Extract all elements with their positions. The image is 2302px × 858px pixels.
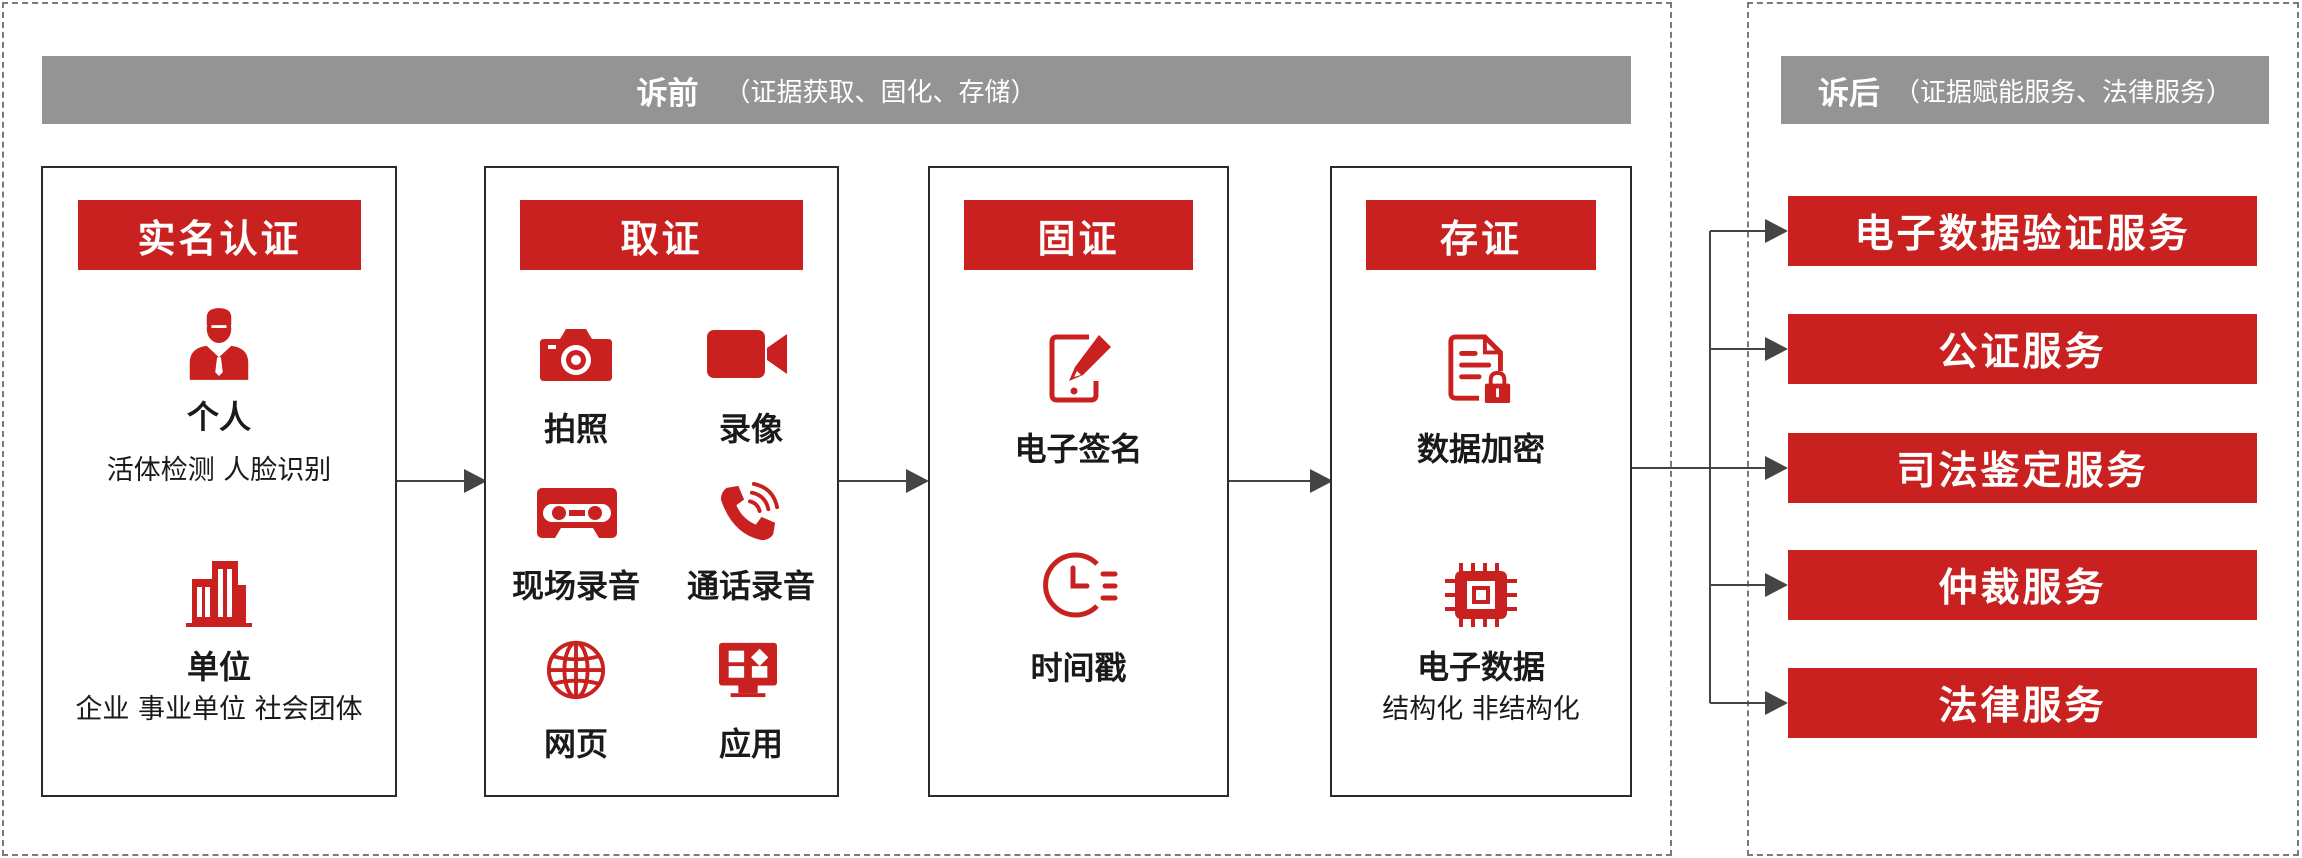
chip-icon	[1445, 563, 1517, 627]
fix-esign-label: 电子签名	[1014, 430, 1143, 468]
collect-audio-label: 现场录音	[511, 567, 640, 605]
service-arbitration: 仲裁服务	[1788, 550, 2257, 620]
store-edata-sub: 结构化 非结构化	[1382, 694, 1580, 725]
store-encrypt-label: 数据加密	[1416, 430, 1545, 468]
pre-suit-title: 诉前	[636, 75, 699, 112]
pre-suit-region	[2, 2, 1672, 856]
panel-fix-title: 固证	[964, 200, 1193, 270]
phone-call-icon	[720, 482, 779, 541]
collect-call-label: 通话录音	[686, 567, 815, 605]
document-lock-icon	[1448, 334, 1511, 404]
panel-collect-title: 取证	[520, 200, 803, 270]
post-suit-title: 诉后	[1817, 75, 1880, 112]
panel-collect: 取证 拍照 录像 现场录音	[484, 166, 839, 797]
person-label: 个人	[186, 398, 251, 436]
pre-suit-banner: 诉前 （证据获取、固化、存储）	[42, 56, 1631, 124]
service-edata-verify: 电子数据验证服务	[1788, 196, 2257, 266]
fix-timestamp-label: 时间戳	[1030, 649, 1127, 687]
collect-photo-label: 拍照	[543, 410, 608, 448]
person-sub: 活体检测 人脸识别	[106, 455, 332, 486]
org-sub: 企业 事业单位 社会团体	[75, 694, 363, 725]
globe-icon	[546, 640, 606, 700]
person-icon	[189, 308, 249, 380]
collect-video-label: 录像	[718, 410, 783, 448]
store-edata-label: 电子数据	[1416, 648, 1545, 686]
pre-suit-subtitle: （证据获取、固化、存储）	[724, 77, 1037, 108]
post-suit-region	[1747, 2, 2299, 856]
post-suit-banner: 诉后 （证据赋能服务、法律服务）	[1781, 56, 2269, 124]
collect-app-label: 应用	[718, 725, 783, 763]
app-icon	[719, 642, 777, 698]
panel-store-title: 存证	[1366, 200, 1596, 270]
org-label: 单位	[186, 648, 251, 686]
cassette-tape-icon	[537, 488, 617, 538]
service-notary: 公证服务	[1788, 314, 2257, 384]
clock-icon	[1043, 552, 1118, 618]
building-icon	[186, 561, 252, 627]
tablet-pen-icon	[1049, 334, 1111, 403]
camera-icon	[540, 329, 612, 381]
panel-realname: 实名认证 个人 活体检测 人脸识别 单位 企业 事业单位 社会团体	[41, 166, 397, 797]
panel-store: 存证 数据加密	[1330, 166, 1632, 797]
panel-fix: 固证 电子签名 时间戳	[928, 166, 1229, 797]
video-camera-icon	[707, 330, 787, 378]
panel-realname-title: 实名认证	[78, 200, 361, 270]
service-legal: 法律服务	[1788, 668, 2257, 738]
post-suit-subtitle: （证据赋能服务、法律服务）	[1893, 77, 2232, 108]
collect-web-label: 网页	[543, 725, 608, 763]
service-judicial-appraisal: 司法鉴定服务	[1788, 433, 2257, 503]
